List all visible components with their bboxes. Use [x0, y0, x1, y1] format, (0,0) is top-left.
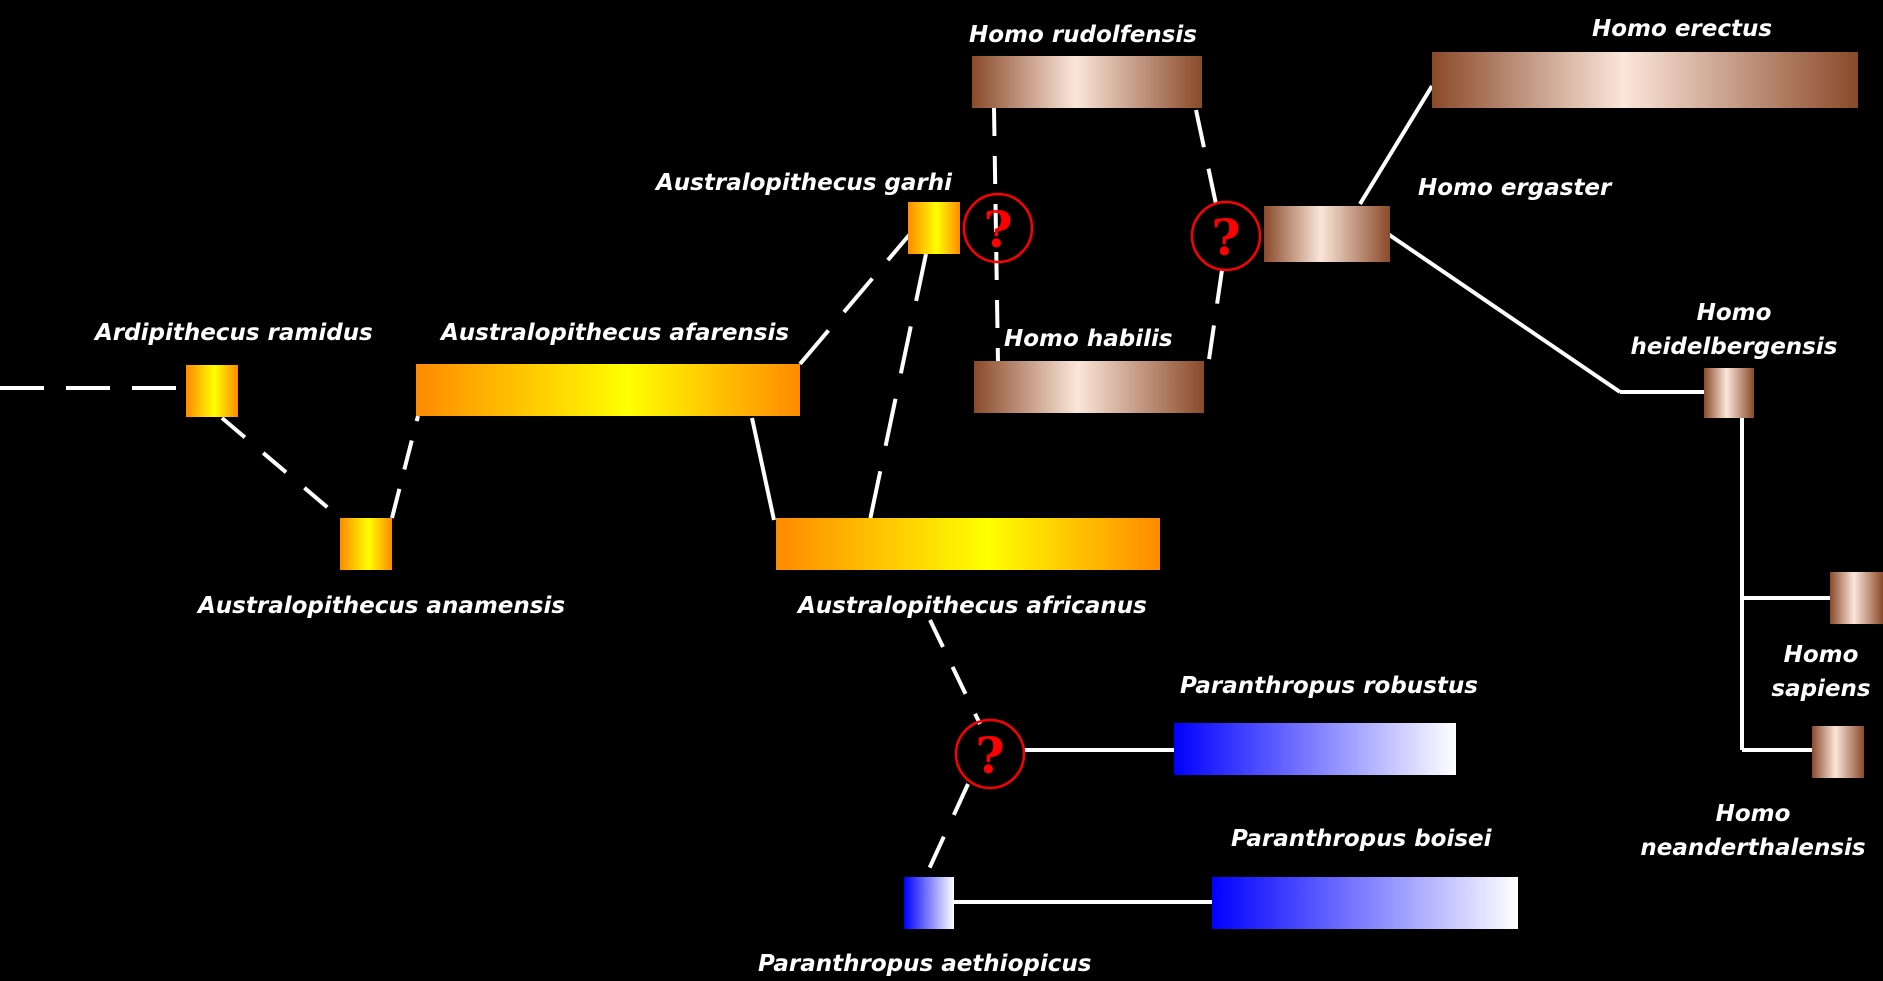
bar-australopithecus-garhi [908, 202, 960, 254]
bar-australopithecus-africanus [776, 518, 1160, 570]
label-homo-ergaster: Homo ergaster [1418, 175, 1612, 201]
label-homo-neanderthalensis: Homo neanderthalensis [1630, 797, 1876, 865]
bar-homo-rudolfensis [972, 56, 1202, 108]
question-circle [1190, 200, 1262, 272]
connector-afarensis-africanus [750, 417, 776, 521]
label-line: Homo [1715, 801, 1791, 827]
bar-homo-erectus [1432, 52, 1858, 108]
bar-homo-heidelbergensis [1704, 368, 1754, 418]
question-marker-garhi: ? [962, 192, 1034, 264]
bar-australopithecus-anamensis [340, 518, 392, 570]
bar-paranthropus-robustus [1174, 723, 1456, 775]
connector-ramidus-anamensis [220, 416, 342, 520]
bar-paranthropus-boisei [1212, 877, 1518, 929]
connector-question-aethiopicus [922, 783, 970, 881]
question-mark: ? [975, 726, 1004, 785]
label-australopithecus-anamensis: Australopithecus anamensis [198, 593, 566, 619]
question-circle [962, 192, 1034, 264]
label-line: sapiens [1771, 676, 1871, 702]
connector-question-habilis [1204, 269, 1224, 381]
connector-africanus-question [928, 619, 982, 725]
connector-rudolfensis-habilis [992, 107, 1000, 363]
lineage-connectors [0, 84, 1830, 904]
bar-ardipithecus-ramidus [186, 365, 238, 417]
connector-garhi-africanus [868, 253, 928, 521]
label-paranthropus-aethiopicus: Paranthropus aethiopicus [758, 951, 1092, 977]
label-line: Homo [1696, 300, 1772, 326]
label-homo-rudolfensis: Homo rudolfensis [969, 22, 1197, 48]
label-australopithecus-afarensis: Australopithecus afarensis [441, 320, 790, 346]
question-mark: ? [1211, 208, 1240, 267]
label-line: heidelbergensis [1630, 334, 1838, 360]
label-homo-heidelbergensis: Homo heidelbergensis [1620, 296, 1848, 364]
label-ardipithecus-ramidus: Ardipithecus ramidus [95, 320, 373, 346]
label-line: Homo [1783, 642, 1859, 668]
label-australopithecus-africanus: Australopithecus africanus [798, 593, 1147, 619]
connector-rudolfensis-question [1194, 109, 1218, 205]
question-circle [954, 718, 1026, 790]
label-paranthropus-boisei: Paranthropus boisei [1231, 826, 1492, 852]
label-homo-habilis: Homo habilis [1004, 326, 1173, 352]
bar-australopithecus-afarensis [416, 364, 800, 416]
question-marker-paranthropus: ? [954, 718, 1026, 790]
connector-ergaster-heidelbergensis [1386, 232, 1622, 394]
connector-anamensis-afarensis [390, 415, 420, 519]
connector-ergaster-erectus [1358, 84, 1434, 206]
bar-paranthropus-aethiopicus [904, 877, 954, 929]
label-homo-sapiens: Homo sapiens [1746, 638, 1883, 706]
label-australopithecus-garhi: Australopithecus garhi [656, 170, 953, 196]
question-mark: ? [983, 200, 1012, 259]
connector-afarensis-garhi [798, 232, 912, 366]
label-homo-erectus: Homo erectus [1592, 16, 1773, 42]
bar-homo-neanderthalensis [1812, 726, 1864, 778]
bar-homo-sapiens [1830, 572, 1883, 624]
label-line: neanderthalensis [1640, 835, 1866, 861]
bar-homo-ergaster [1264, 206, 1390, 262]
label-paranthropus-robustus: Paranthropus robustus [1180, 673, 1478, 699]
bar-homo-habilis [974, 361, 1204, 413]
question-marker-habilis: ? [1190, 200, 1262, 272]
